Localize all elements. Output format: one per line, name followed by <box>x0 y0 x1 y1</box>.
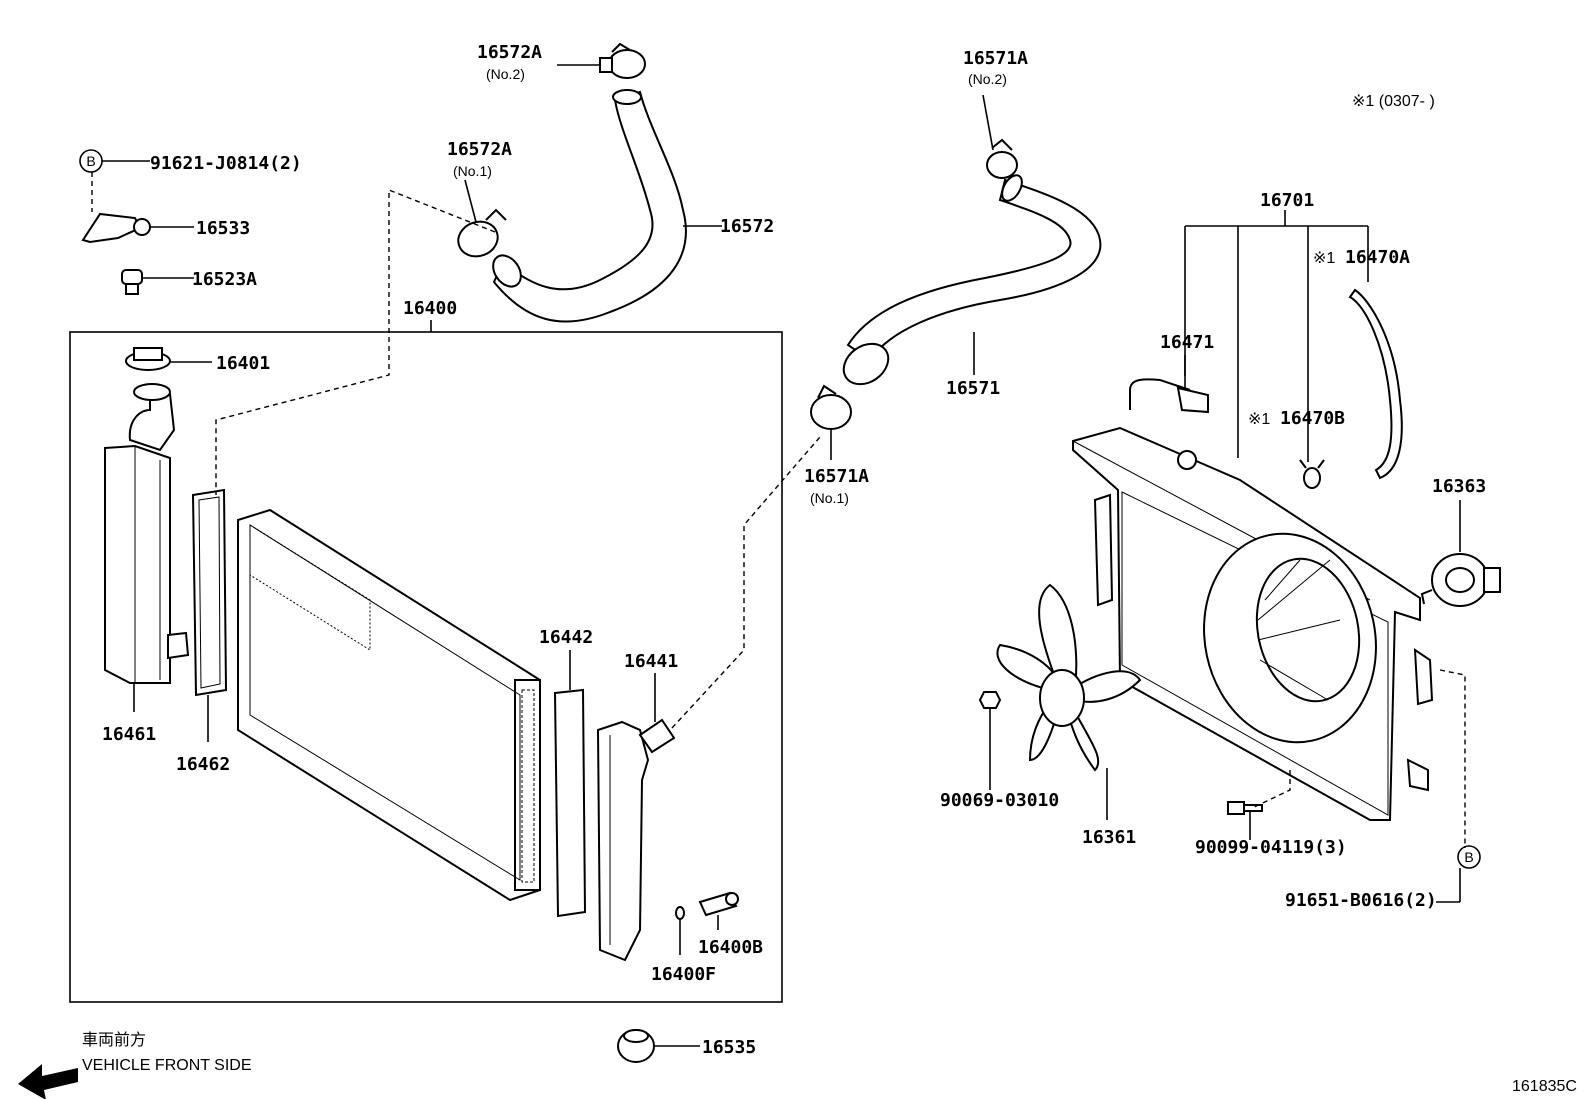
radiator-assembly-box <box>69 331 783 1003</box>
hose-clamp-16571A-no2[interactable] <box>986 138 1018 179</box>
label-16363: 16363 <box>1432 476 1486 497</box>
svg-text:B: B <box>1464 849 1473 865</box>
label-16470A: 16470A <box>1345 247 1410 268</box>
label-16572A-no1-sub: (No.1) <box>453 163 492 179</box>
front-side-label-jp: 車両前方 <box>82 1031 146 1049</box>
radiator-right-tank-16441[interactable] <box>596 718 676 962</box>
label-16523A: 16523A <box>192 269 257 290</box>
hose-clamp-16571A-no1[interactable] <box>810 384 852 430</box>
label-16571A-no2-sub: (No.2) <box>968 71 1007 87</box>
hose-16470A[interactable] <box>1348 288 1403 480</box>
label-90069: 90069-03010 <box>940 790 1059 811</box>
label-16571A-no1-sub: (No.1) <box>810 490 849 506</box>
fan-shroud-16711[interactable] <box>1072 426 1434 821</box>
cushion-16535[interactable] <box>617 1029 655 1063</box>
label-16571: 16571 <box>946 378 1000 399</box>
label-16471: 16471 <box>1160 332 1214 353</box>
label-16361: 16361 <box>1082 827 1136 848</box>
label-90099: 90099-04119(3) <box>1195 837 1347 858</box>
label-16571A-no2: 16571A <box>963 48 1028 69</box>
gasket-16442[interactable] <box>553 688 587 918</box>
front-arrow-icon <box>18 1064 78 1099</box>
hose-clamp-16572A-no2[interactable] <box>599 42 646 79</box>
label-16441: 16441 <box>624 651 678 672</box>
label-16572A-no2: 16572A <box>477 42 542 63</box>
label-16533: 16533 <box>196 218 250 239</box>
label-16401: 16401 <box>216 353 270 374</box>
label-91651: 91651-B0616(2) <box>1285 890 1437 911</box>
fan-motor-16363[interactable] <box>1420 553 1501 607</box>
note-mark-16470A: ※1 <box>1313 250 1335 267</box>
label-16572: 16572 <box>720 216 774 237</box>
marker-b-top: B <box>79 149 103 173</box>
label-16535: 16535 <box>702 1037 756 1058</box>
label-16400B: 16400B <box>698 937 763 958</box>
label-16461: 16461 <box>102 724 156 745</box>
cushion-16523A[interactable] <box>121 269 143 295</box>
label-16462: 16462 <box>176 754 230 775</box>
applicability-note: ※1 (0307- ) <box>1352 93 1435 110</box>
label-16571A-no1: 16571A <box>804 466 869 487</box>
radiator-core[interactable] <box>237 508 541 902</box>
label-16400: 16400 <box>403 298 457 319</box>
hose-16471[interactable] <box>1129 378 1209 414</box>
clamp-16470B[interactable] <box>1299 459 1325 489</box>
o-ring-16400F[interactable] <box>675 906 685 920</box>
label-16442: 16442 <box>539 627 593 648</box>
gasket-16462[interactable] <box>191 488 228 697</box>
diagram-id: 161835C <box>1512 1078 1577 1095</box>
label-16400F: 16400F <box>651 964 716 985</box>
marker-b-right: B <box>1457 845 1481 869</box>
label-16572A-no2-sub: (No.2) <box>486 66 525 82</box>
hose-clamp-16572A-no1[interactable] <box>453 208 507 262</box>
label-16701: 16701 <box>1260 190 1314 211</box>
label-16572A-no1: 16572A <box>447 139 512 160</box>
leader-lines <box>91 64 1466 1047</box>
upper-hose-16572[interactable] <box>487 89 687 323</box>
drain-cock-16400B[interactable] <box>698 891 739 917</box>
nut-90069-03010[interactable] <box>978 691 1002 709</box>
bracket-16533[interactable] <box>81 212 151 244</box>
fan-16361[interactable] <box>996 583 1142 772</box>
front-side-label-en: VEHICLE FRONT SIDE <box>82 1057 252 1074</box>
label-91621: 91621-J0814(2) <box>150 153 302 174</box>
lower-hose-16571[interactable] <box>836 172 1102 393</box>
note-mark-16470B: ※1 <box>1248 411 1270 428</box>
bolt-90099-04119[interactable] <box>1227 801 1263 815</box>
svg-text:B: B <box>86 153 95 169</box>
label-16470B: 16470B <box>1280 408 1345 429</box>
radiator-cap-16401[interactable] <box>125 347 171 371</box>
radiator-left-tank-16461[interactable] <box>104 383 190 684</box>
